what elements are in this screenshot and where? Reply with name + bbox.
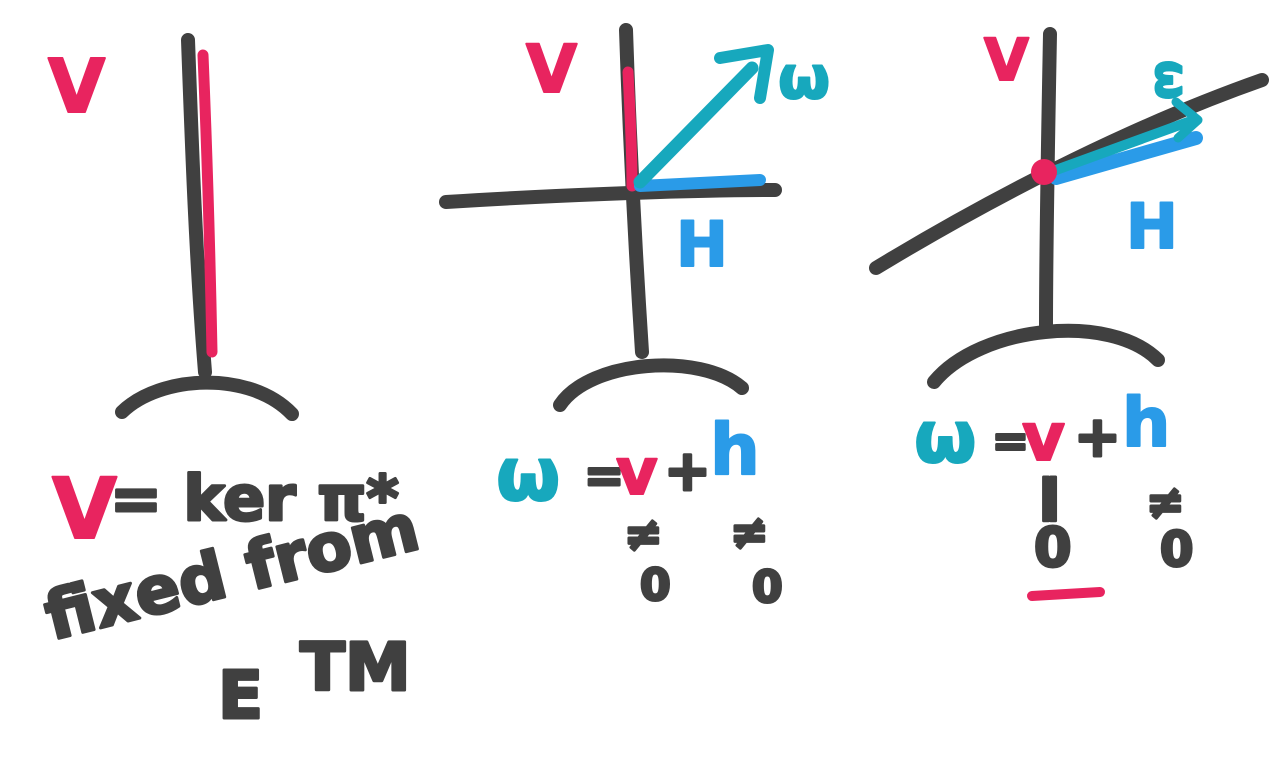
- panel2-below-v-neq: ≠: [624, 507, 663, 561]
- panel3-eq-v: v: [1022, 399, 1065, 476]
- panel1-fiber-line: [181, 33, 212, 379]
- panel1-base-curve: [115, 375, 299, 421]
- panel-1: V V = ker π* fixed from E TM: [36, 33, 428, 736]
- panel3-eq-w: ω: [914, 395, 977, 479]
- panel3-omega-arrow: [1051, 117, 1193, 175]
- panel3-w-label: ω: [1145, 60, 1199, 100]
- panel1-eq-rest: = ker π*: [110, 462, 399, 535]
- panel2-base-curve: [553, 358, 749, 412]
- panel1-vertical-highlight: [197, 49, 218, 358]
- panel-3: V ω H ω = v + h ‖ 0 ≠ 0: [869, 25, 1269, 601]
- panel1-line3-right: TM: [300, 629, 411, 706]
- panel3-below-h-zero: 0: [1160, 522, 1193, 578]
- panel2-below-h-neq: ≠: [730, 505, 769, 559]
- panel3-eq-h: h: [1122, 384, 1170, 463]
- panel3-below-h-neq: ≠: [1146, 475, 1185, 529]
- panel2-eq-plus: +: [664, 439, 711, 504]
- panel2-v-label: V: [526, 31, 577, 108]
- panel2-below-v-zero: 0: [640, 560, 671, 611]
- panel3-fiber-line: [1039, 27, 1057, 335]
- panel3-horizontal-component: [1049, 131, 1203, 185]
- panel1-eq-v: V: [52, 460, 117, 558]
- panel3-below-v-eq: ‖: [1038, 470, 1060, 521]
- panel1-line3-left: E: [218, 657, 263, 734]
- panel2-vertical-component: [622, 66, 638, 192]
- panel2-eq-eq: =: [584, 448, 624, 504]
- panel3-eq-eq: =: [992, 416, 1029, 467]
- panel3-underline: [1027, 587, 1105, 601]
- panel3-v-label: V: [984, 26, 1029, 94]
- panel3-eq-plus: +: [1074, 405, 1121, 470]
- panel-2: V ω H ω = v + h ≠ 0 ≠ 0: [439, 23, 831, 615]
- panel2-eq-w: ω: [496, 432, 560, 518]
- panel2-w-label: ω: [778, 43, 830, 113]
- panel2-horizontal-component: [634, 174, 766, 192]
- panel2-below-h-zero: 0: [752, 562, 783, 613]
- panel2-h-label: H: [676, 208, 728, 281]
- panel2-eq-h: h: [710, 409, 760, 491]
- panel2-omega-arrow: [633, 61, 759, 189]
- panel3-h-label: H: [1126, 190, 1178, 263]
- panel3-intersection-dot: [1031, 159, 1057, 185]
- panel1-v-label: V: [48, 44, 105, 130]
- panel3-base-curve: [927, 323, 1165, 389]
- panel3-below-v-zero: 0: [1034, 516, 1072, 579]
- panel3-omega-arrowhead: [1171, 97, 1203, 143]
- panel2-eq-v: v: [616, 436, 658, 510]
- panel2-horizontal-line: [439, 183, 782, 209]
- panel2-omega-arrowhead: [714, 44, 774, 104]
